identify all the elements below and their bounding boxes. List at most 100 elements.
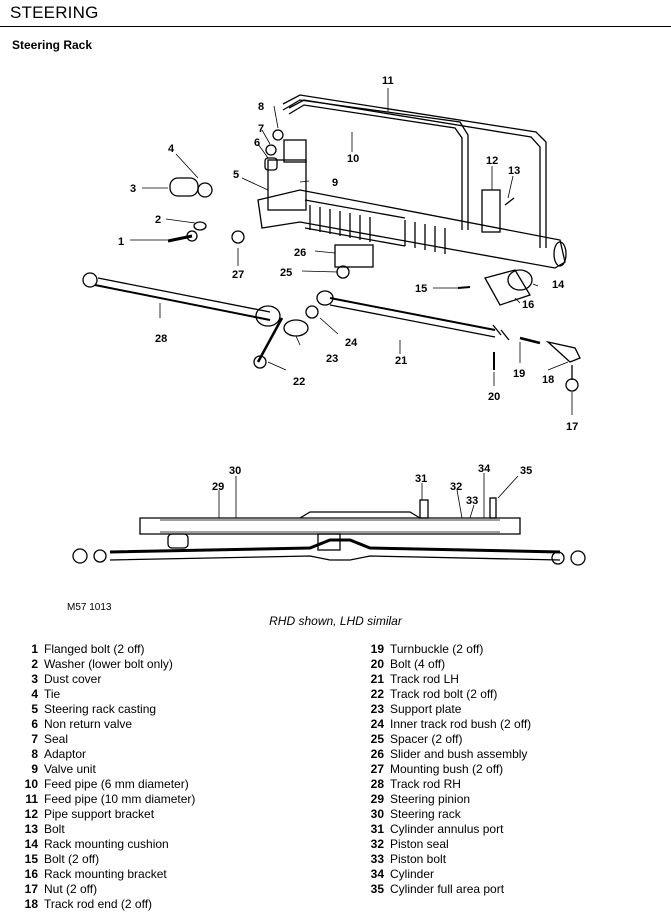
part-number: 12 — [24, 807, 38, 821]
part-label: Pipe support bracket — [44, 807, 155, 821]
part-row: 8 Adaptor — [14, 747, 195, 762]
part-label: Spacer (2 off) — [390, 732, 463, 746]
part-row: 14 Rack mounting cushion — [14, 837, 195, 852]
part-label: Cylinder full area port — [390, 882, 505, 896]
part-number: 29 — [370, 792, 384, 806]
part-label: Washer (lower bolt only) — [44, 657, 173, 671]
callout-10: 10 — [347, 153, 359, 165]
callout-23: 23 — [326, 353, 338, 365]
part-label: Dust cover — [44, 672, 102, 686]
callout-3: 3 — [130, 183, 136, 195]
part-number: 23 — [370, 702, 384, 716]
callout-33: 33 — [466, 495, 478, 507]
part-label: Non return valve — [44, 717, 133, 731]
part-number: 34 — [370, 867, 384, 881]
part-number: 17 — [24, 882, 38, 896]
part-number: 5 — [31, 702, 38, 716]
part-row: 6 Non return valve — [14, 717, 195, 732]
part-label: Seal — [44, 732, 69, 746]
callout-27: 27 — [232, 269, 244, 281]
part-label: Bolt (4 off) — [390, 657, 446, 671]
part-number: 8 — [31, 747, 38, 761]
part-number: 1 — [31, 642, 38, 656]
part-row: 10 Feed pipe (6 mm diameter) — [14, 777, 195, 792]
part-row: 7 Seal — [14, 732, 195, 747]
part-number: 22 — [370, 687, 384, 701]
callout-34: 34 — [478, 463, 491, 475]
callout-30: 30 — [229, 465, 241, 477]
part-number: 3 — [31, 672, 38, 686]
part-label: Valve unit — [44, 762, 96, 776]
part-number: 30 — [370, 807, 384, 821]
part-number: 13 — [24, 822, 38, 836]
callout-1: 1 — [118, 236, 124, 248]
part-label: Track rod bolt (2 off) — [390, 687, 498, 701]
callout-12: 12 — [486, 155, 498, 167]
part-number: 4 — [31, 687, 38, 701]
part-label: Bolt (2 off) — [44, 852, 100, 866]
part-label: Rack mounting cushion — [44, 837, 169, 851]
part-label: Adaptor — [44, 747, 87, 761]
callout-4: 4 — [168, 143, 175, 155]
part-number: 14 — [24, 837, 38, 851]
callout-5: 5 — [233, 169, 239, 181]
part-label: Feed pipe (6 mm diameter) — [44, 777, 189, 791]
part-number: 28 — [370, 777, 384, 791]
part-number: 7 — [31, 732, 38, 746]
page-title: STEERING — [10, 3, 99, 22]
callout-6: 6 — [254, 137, 260, 149]
part-label: Steering rack — [390, 807, 461, 821]
callout-31: 31 — [415, 473, 427, 485]
callout-17: 17 — [566, 421, 578, 433]
callout-9: 9 — [332, 177, 338, 189]
callout-25: 25 — [280, 267, 292, 279]
callout-2: 2 — [155, 214, 161, 226]
callout-11: 11 — [382, 75, 394, 87]
part-number: 10 — [24, 777, 38, 791]
part-number: 18 — [24, 897, 38, 911]
part-number: 16 — [24, 867, 38, 881]
part-label: Turnbuckle (2 off) — [390, 642, 484, 656]
callout-14: 14 — [552, 279, 565, 291]
figure-reference: M57 1013 — [67, 602, 112, 613]
callout-13: 13 — [508, 165, 520, 177]
callout-28: 28 — [155, 333, 167, 345]
callout-24: 24 — [345, 337, 358, 349]
part-row: 3 Dust cover — [14, 672, 195, 687]
part-label: Cylinder — [390, 867, 435, 881]
callout-21: 21 — [395, 355, 407, 367]
part-row: 22 Track rod bolt (2 off) — [360, 687, 531, 702]
part-number: 6 — [31, 717, 38, 731]
page-header: STEERING — [0, 0, 671, 27]
section-subtitle: Steering Rack — [12, 38, 93, 52]
callout-29: 29 — [212, 481, 224, 493]
part-row: 23 Support plate — [360, 702, 531, 717]
part-number: 33 — [370, 852, 384, 866]
part-number: 27 — [370, 762, 384, 776]
part-label: Tie — [44, 687, 61, 701]
part-number: 31 — [370, 822, 384, 836]
callout-8: 8 — [258, 101, 264, 113]
part-row: 34 Cylinder — [360, 867, 531, 882]
part-label: Support plate — [390, 702, 462, 716]
part-row: 4 Tie — [14, 687, 195, 702]
figure-caption: RHD shown, LHD similar — [269, 614, 402, 628]
callout-26: 26 — [294, 247, 306, 259]
